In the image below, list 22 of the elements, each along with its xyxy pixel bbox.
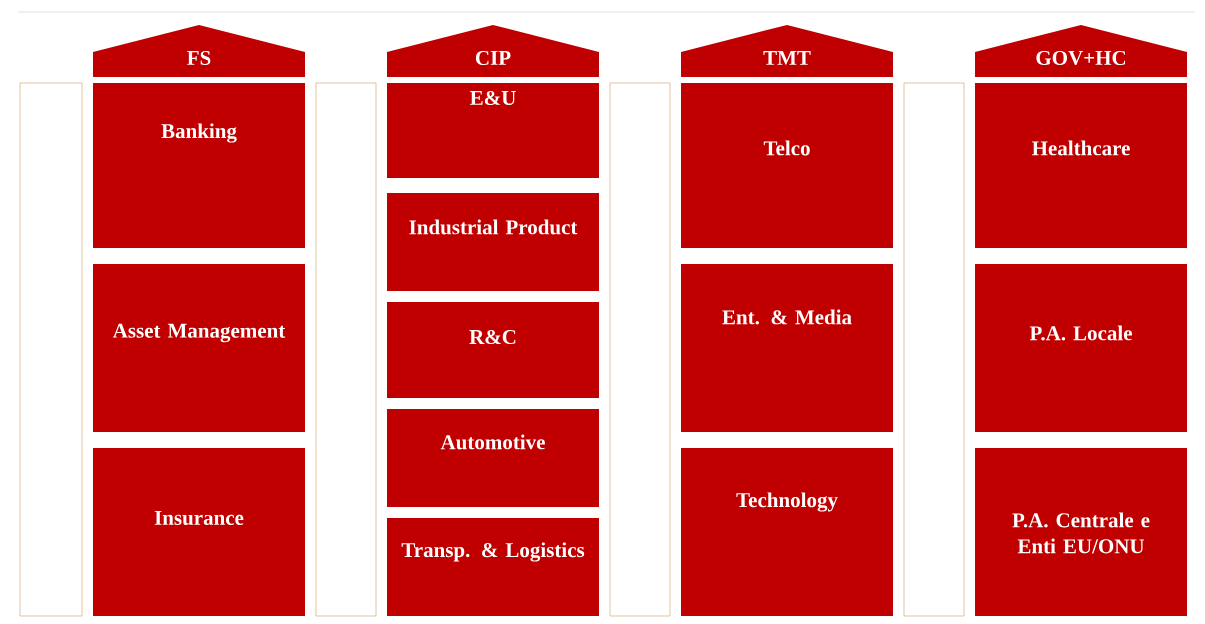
sector-box: Ent. & Media bbox=[681, 264, 893, 432]
sector-box: P.A. Locale bbox=[975, 264, 1187, 432]
roof-header: FS bbox=[93, 25, 305, 77]
sector-box: E&U bbox=[387, 83, 599, 178]
sector-box: Healthcare bbox=[975, 83, 1187, 248]
sector-box: Banking bbox=[93, 83, 305, 248]
pillar-box bbox=[903, 82, 965, 617]
pillar-box bbox=[315, 82, 377, 617]
sector-box: Insurance bbox=[93, 448, 305, 616]
roof-header: TMT bbox=[681, 25, 893, 77]
sector-box: Industrial Product bbox=[387, 193, 599, 291]
sector-box: P.A. Centrale e Enti EU/ONU bbox=[975, 448, 1187, 616]
sector-box: R&C bbox=[387, 302, 599, 398]
sector-box: Technology bbox=[681, 448, 893, 616]
sector-box: Telco bbox=[681, 83, 893, 248]
roof-header: CIP bbox=[387, 25, 599, 77]
pillar-box bbox=[609, 82, 671, 617]
sector-box: Automotive bbox=[387, 409, 599, 507]
pillar-box bbox=[19, 82, 83, 617]
roof-header: GOV+HC bbox=[975, 25, 1187, 77]
sector-box: Transp. & Logistics bbox=[387, 518, 599, 616]
sector-box: Asset Management bbox=[93, 264, 305, 432]
